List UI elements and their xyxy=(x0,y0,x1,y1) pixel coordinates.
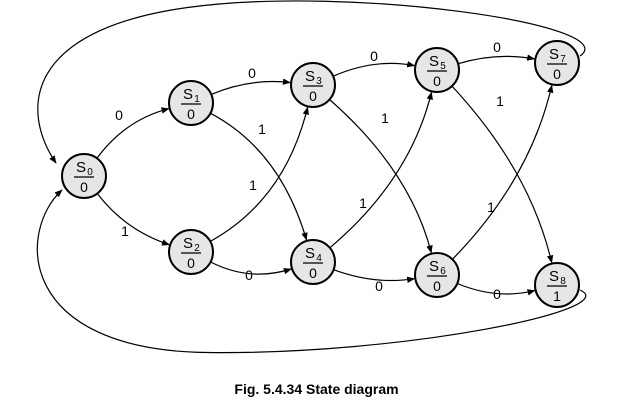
state-output: 0 xyxy=(433,278,441,294)
state-output: 1 xyxy=(553,288,561,304)
state-circle xyxy=(290,62,336,108)
transition-label-s4-s5: 1 xyxy=(359,195,367,211)
transition-label-s1-s4: 1 xyxy=(258,121,266,137)
state-output: 0 xyxy=(553,66,561,82)
state-subscript: 7 xyxy=(560,54,566,65)
transition-label-s6-s8: 0 xyxy=(493,286,501,302)
state-name: S xyxy=(549,268,559,285)
state-output: 0 xyxy=(187,106,195,122)
state-name: S xyxy=(305,245,315,262)
transition-s3-to-s5 xyxy=(332,61,416,77)
state-subscript: 4 xyxy=(316,253,322,264)
state-output: 0 xyxy=(309,265,317,281)
transition-s5-to-s7 xyxy=(457,54,536,65)
state-output: 0 xyxy=(187,255,195,271)
state-subscript: 6 xyxy=(440,266,446,277)
transition-label-s1-s3: 0 xyxy=(248,65,256,81)
transition-s7-to-s0 xyxy=(37,0,586,164)
transition-s5-to-s8 xyxy=(451,85,554,264)
transition-s8-to-s0 xyxy=(36,189,587,354)
state-subscript: 5 xyxy=(440,61,446,72)
state-circle xyxy=(168,229,214,275)
state-subscript: 1 xyxy=(194,94,200,105)
state-name: S xyxy=(183,86,193,103)
transition-s3-to-s6 xyxy=(329,99,433,254)
state-circle xyxy=(534,40,580,86)
state-circle xyxy=(290,239,336,285)
transition-label-s0-s1: 0 xyxy=(115,107,123,123)
state-subscript: 0 xyxy=(87,167,93,178)
state-subscript: 2 xyxy=(194,243,200,254)
transition-label-s5-s7: 0 xyxy=(493,39,501,55)
transition-s1-to-s3 xyxy=(211,78,291,95)
transition-label-s5-s8: 1 xyxy=(496,93,504,109)
state-subscript: 8 xyxy=(560,276,566,287)
transition-label-s0-s2: 1 xyxy=(121,223,129,239)
transition-label-s3-s5: 0 xyxy=(370,48,378,64)
state-circle xyxy=(534,262,580,308)
transition-label-s2-s3: 1 xyxy=(249,177,257,193)
state-circle xyxy=(61,153,107,199)
state-name: S xyxy=(183,235,193,252)
transition-s0-to-s1 xyxy=(96,107,170,159)
state-output: 0 xyxy=(433,73,441,89)
transition-s4-to-s6 xyxy=(333,269,416,283)
state-name: S xyxy=(549,46,559,63)
transition-label-s6-s7: 1 xyxy=(487,199,495,215)
state-output: 0 xyxy=(309,88,317,104)
state-name: S xyxy=(429,53,439,70)
transition-s1-to-s4 xyxy=(210,112,308,241)
transition-s2-to-s4 xyxy=(210,261,292,275)
transition-s6-to-s7 xyxy=(451,84,554,260)
transition-label-s3-s6: 1 xyxy=(381,110,389,126)
state-name: S xyxy=(429,258,439,275)
state-name: S xyxy=(76,159,86,176)
state-circle xyxy=(168,80,214,126)
state-output: 0 xyxy=(80,179,88,195)
transition-label-s2-s4: 0 xyxy=(245,267,253,283)
state-circle xyxy=(414,252,460,298)
figure-caption: Fig. 5.4.34 State diagram xyxy=(234,381,399,397)
transition-s6-to-s8 xyxy=(457,282,536,296)
transition-s4-to-s5 xyxy=(329,91,433,249)
state-circle xyxy=(414,47,460,93)
transition-s0-to-s2 xyxy=(96,193,170,246)
transition-label-s4-s6: 0 xyxy=(375,278,383,294)
state-name: S xyxy=(305,68,315,85)
transition-s2-to-s3 xyxy=(210,106,310,242)
state-subscript: 3 xyxy=(316,76,322,87)
